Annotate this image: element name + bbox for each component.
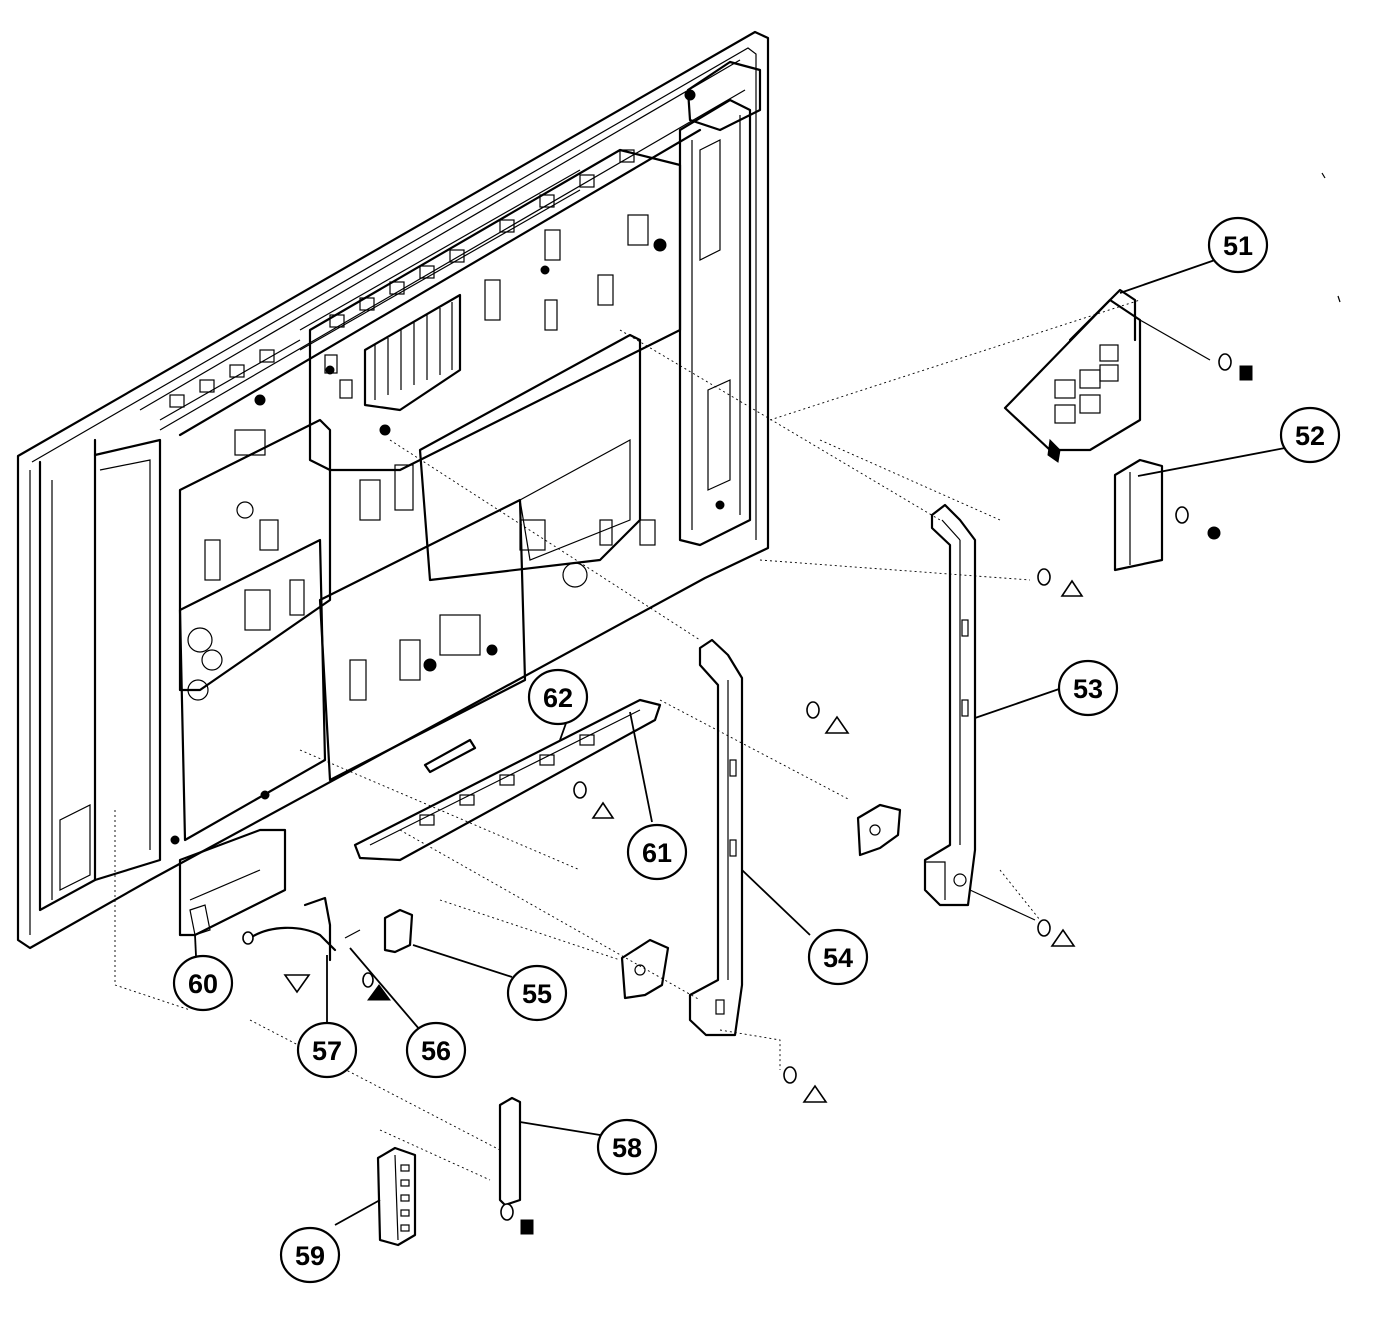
callout-label: 59	[295, 1241, 325, 1271]
open-triangle-icon	[591, 801, 615, 819]
tv-back-panel	[16, 30, 770, 950]
callout-56: 56	[405, 1021, 467, 1079]
callout-circle	[596, 1118, 658, 1176]
callout-circle	[172, 954, 234, 1012]
callout-label: 60	[188, 969, 218, 999]
callout-circle	[1207, 216, 1269, 274]
callouts: 51 52 53 54 55 56 57 58 59 60 61 62	[172, 216, 1341, 1284]
callout-60: 60	[172, 954, 234, 1012]
part-51-board	[1003, 288, 1211, 463]
filled-square-icon	[1239, 365, 1253, 381]
callout-55: 55	[506, 964, 568, 1022]
projection-lines	[114, 299, 1141, 1181]
callout-57: 57	[296, 1021, 358, 1079]
open-triangle-icon	[1060, 579, 1084, 597]
open-triangle-icon	[802, 1084, 828, 1103]
callout-label: 62	[543, 683, 573, 713]
callout-label: 57	[312, 1036, 342, 1066]
callout-circle	[1279, 406, 1341, 464]
part-56-screw	[344, 929, 374, 988]
part-52-plate	[1113, 458, 1189, 572]
part-53-bracket	[923, 503, 1051, 937]
callout-52: 52	[1279, 406, 1341, 464]
callout-circle	[807, 928, 869, 986]
callout-51: 51	[1207, 216, 1269, 274]
part-60-board	[189, 904, 211, 936]
symbol-markers	[283, 172, 1341, 1235]
callout-59: 59	[279, 1226, 341, 1284]
open-triangle-icon	[283, 974, 311, 994]
callout-label: 53	[1073, 674, 1103, 704]
callout-circle	[626, 823, 688, 881]
leader-lines	[194, 259, 1286, 1226]
callout-53: 53	[1057, 659, 1119, 717]
callout-label: 55	[522, 979, 552, 1009]
filled-triangle-icon	[367, 984, 391, 1001]
part-59-strip	[376, 1146, 417, 1247]
callout-61: 61	[626, 823, 688, 881]
part-62-connector	[423, 738, 587, 799]
callout-54: 54	[807, 928, 869, 986]
callout-58: 58	[596, 1118, 658, 1176]
part-58-plate	[498, 1096, 522, 1221]
callout-circle	[506, 964, 568, 1022]
callout-62: 62	[527, 668, 589, 726]
clip-bracket-right	[856, 803, 902, 857]
open-triangle-icon	[1050, 928, 1076, 947]
callout-circle	[527, 668, 589, 726]
callout-label: 54	[823, 943, 853, 973]
filled-square-icon	[520, 1219, 534, 1235]
callout-label: 58	[612, 1133, 642, 1163]
part-61-terminal-bar	[353, 698, 662, 862]
part-57-cable	[242, 896, 337, 962]
clip-bracket-left	[620, 938, 670, 1000]
part-54-bracket	[688, 638, 820, 1084]
screw-51	[1218, 353, 1232, 371]
open-triangle-icon	[824, 715, 850, 734]
callout-label: 56	[421, 1036, 451, 1066]
callout-circle	[405, 1021, 467, 1079]
callout-label: 61	[642, 838, 672, 868]
callout-label: 52	[1295, 421, 1325, 451]
callout-circle	[279, 1226, 341, 1284]
callout-circle	[1057, 659, 1119, 717]
filled-circle-icon	[1207, 526, 1221, 540]
callout-circle	[296, 1021, 358, 1079]
part-55-bracket	[383, 908, 414, 954]
callout-label: 51	[1223, 231, 1253, 261]
